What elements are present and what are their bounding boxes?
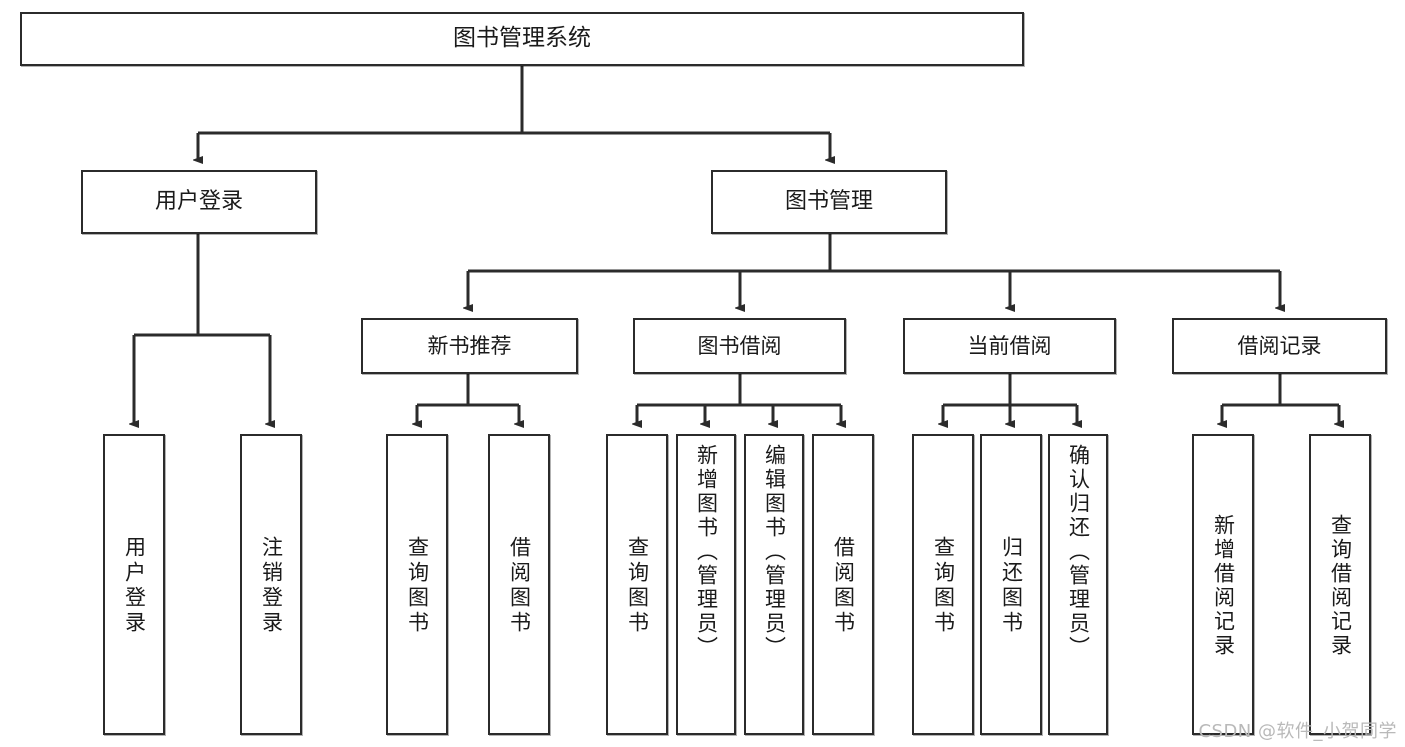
node-label: 新书推荐: [427, 333, 512, 358]
node-new-book-recommend[interactable]: 新书推荐: [361, 318, 578, 374]
node-root-book-management-system[interactable]: 图书管理系统: [20, 12, 1024, 66]
node-label: 编辑图书（管理员）: [762, 444, 787, 660]
node-label: 图书管理: [784, 189, 873, 215]
node-user-login[interactable]: 用户登录: [81, 170, 317, 234]
leaf-confirm-return-admin[interactable]: 确认归还（管理员）: [1048, 434, 1108, 735]
leaf-borrow-book[interactable]: 借阅图书: [812, 434, 874, 735]
leaf-add-book-admin[interactable]: 新增图书（管理员）: [676, 434, 736, 735]
node-label: 借阅图书: [831, 535, 856, 636]
node-label: 借阅记录: [1237, 333, 1322, 358]
node-label: 图书管理系统: [453, 25, 591, 52]
node-label: 查询借阅记录: [1328, 513, 1353, 658]
node-borrow-record[interactable]: 借阅记录: [1172, 318, 1387, 374]
leaf-user-login[interactable]: 用户登录: [103, 434, 165, 735]
node-book-management[interactable]: 图书管理: [711, 170, 947, 234]
leaf-query-book-current[interactable]: 查询图书: [912, 434, 974, 735]
leaf-edit-book-admin[interactable]: 编辑图书（管理员）: [744, 434, 804, 735]
leaf-query-book-recommend[interactable]: 查询图书: [386, 434, 448, 735]
node-label: 借阅图书: [507, 535, 532, 636]
node-label: 查询图书: [931, 535, 956, 636]
leaf-query-book-borrow[interactable]: 查询图书: [606, 434, 668, 735]
node-label: 确认归还（管理员）: [1066, 444, 1091, 660]
node-current-borrow[interactable]: 当前借阅: [903, 318, 1116, 374]
node-label: 查询图书: [405, 535, 430, 636]
node-label: 新增图书（管理员）: [694, 444, 719, 660]
node-label: 注销登录: [259, 535, 284, 636]
node-label: 用户登录: [154, 189, 243, 215]
node-label: 图书借阅: [697, 333, 782, 358]
node-label: 新增借阅记录: [1211, 513, 1236, 658]
leaf-borrow-book-recommend[interactable]: 借阅图书: [488, 434, 550, 735]
node-label: 归还图书: [999, 535, 1024, 636]
node-label: 查询图书: [625, 535, 650, 636]
leaf-add-borrow-record[interactable]: 新增借阅记录: [1192, 434, 1254, 735]
watermark-text: CSDN @软件_小贺同学: [1198, 721, 1397, 742]
leaf-return-book[interactable]: 归还图书: [980, 434, 1042, 735]
leaf-query-borrow-record[interactable]: 查询借阅记录: [1309, 434, 1371, 735]
node-label: 用户登录: [122, 535, 147, 636]
leaf-logout-login[interactable]: 注销登录: [240, 434, 302, 735]
node-book-borrow[interactable]: 图书借阅: [633, 318, 846, 374]
node-label: 当前借阅: [967, 333, 1052, 358]
